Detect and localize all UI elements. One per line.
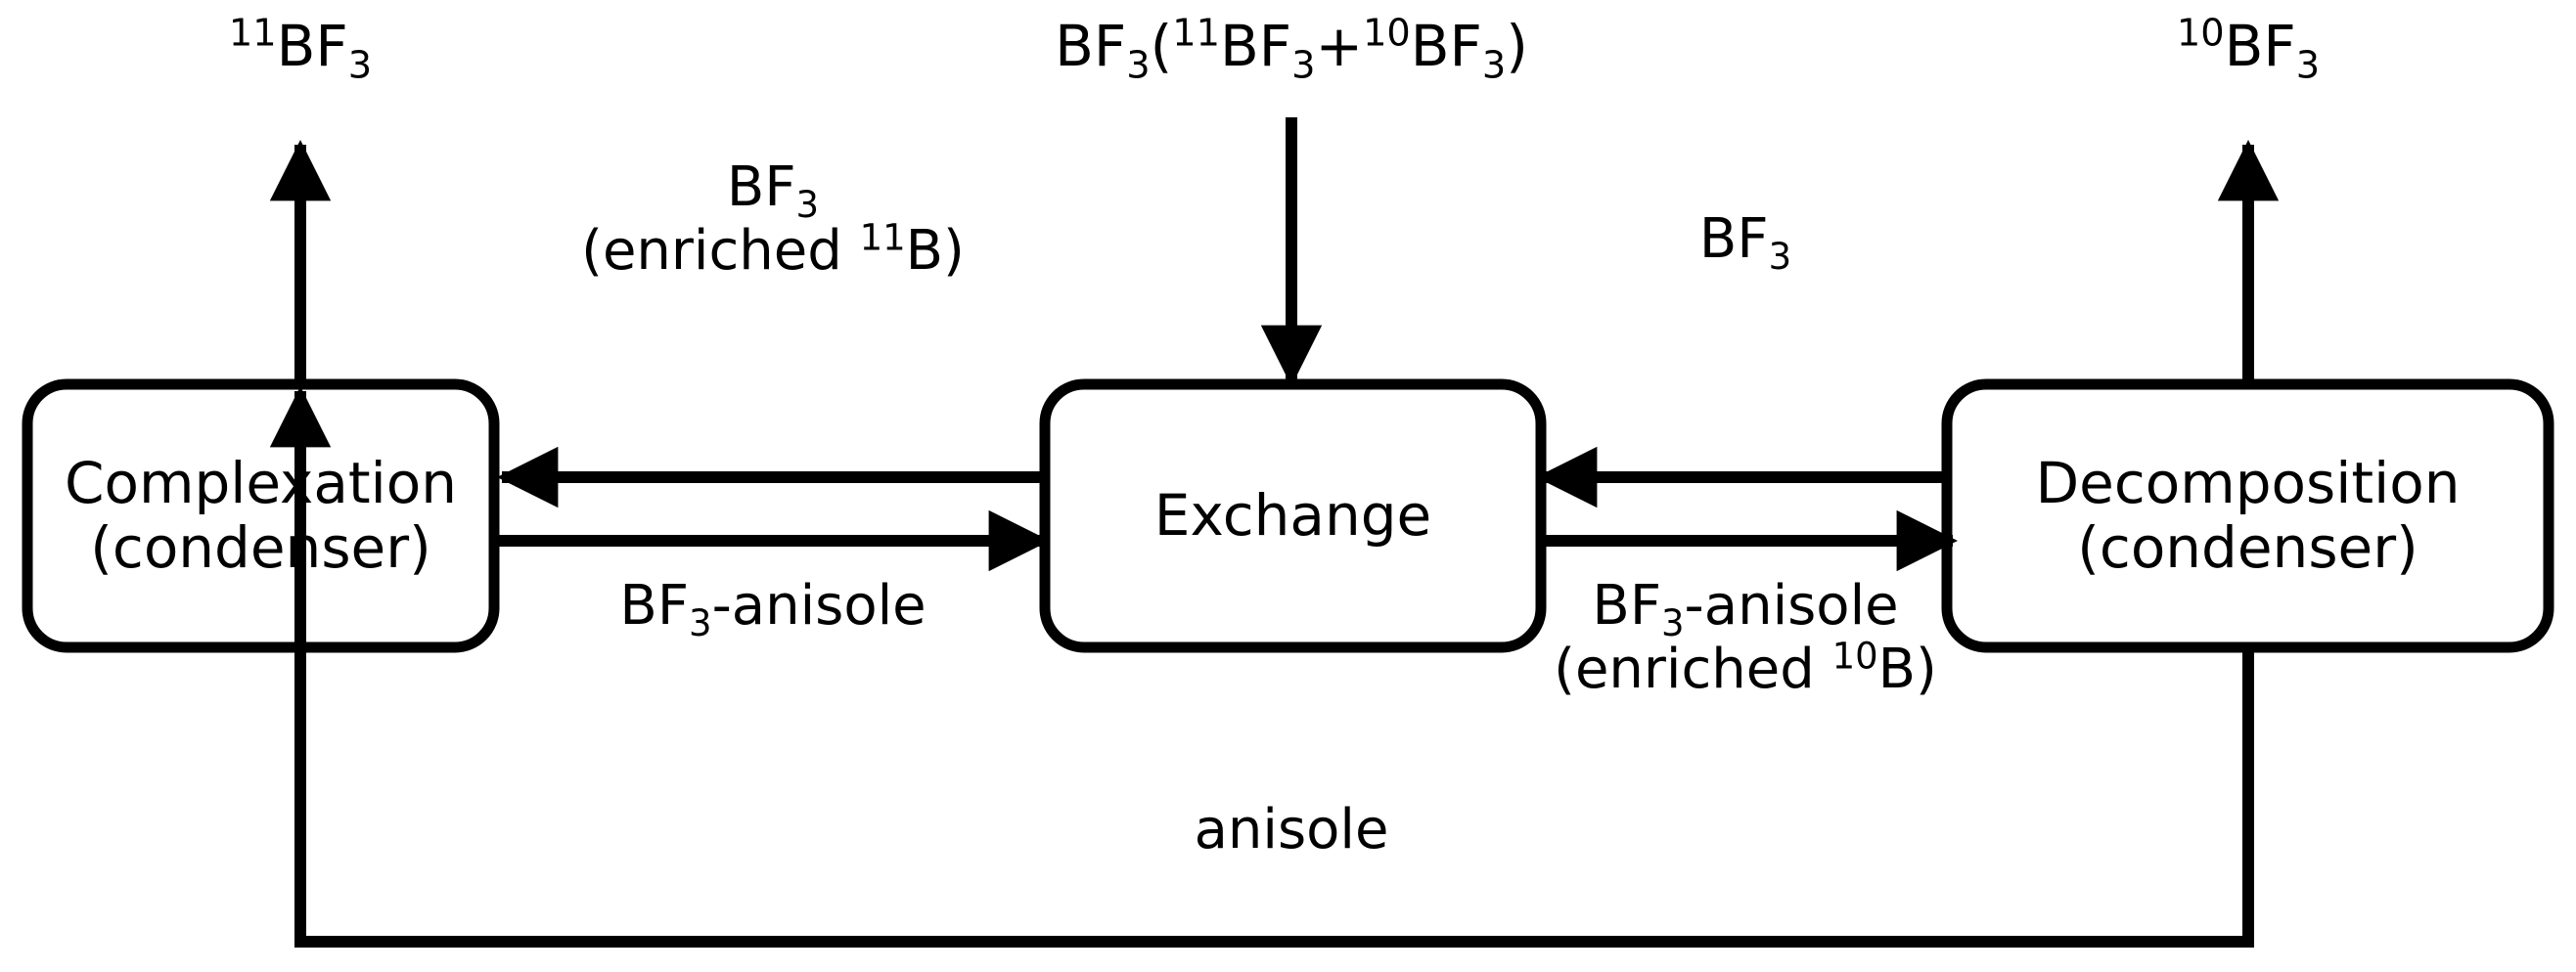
isotope-superscript-10: 10: [2176, 11, 2225, 56]
formula-bf: BF: [1055, 13, 1127, 79]
stream-label-bf3-feed: BF3(11BF3+10BF3): [1055, 11, 1528, 84]
formula-subscript-3: 3: [1126, 43, 1151, 88]
box-decomposition-line2: (condenser): [2077, 513, 2418, 581]
stream-label-anisole-recycle: anisole: [1194, 798, 1389, 862]
stream-label-line1: BF3: [581, 155, 965, 223]
anisole-text: -anisole: [711, 574, 926, 638]
formula-bf: BF: [1410, 13, 1482, 79]
arrow-anisole-recycle: [269, 386, 2254, 948]
element-b: B): [905, 218, 965, 283]
enriched-text: (enriched: [581, 218, 860, 283]
formula-bf: BF: [619, 574, 690, 638]
box-decomposition-line1: Decomposition: [2035, 449, 2461, 516]
formula-subscript-3: 3: [1291, 43, 1316, 88]
paren-open: (: [1150, 13, 1173, 79]
anisole-text: -anisole: [1684, 574, 1899, 638]
formula-bf: BF: [2224, 13, 2296, 79]
isotope-superscript-10: 10: [1831, 635, 1878, 678]
box-exchange-label: Exchange: [1045, 384, 1541, 647]
formula-subscript-3: 3: [1768, 236, 1792, 279]
element-b: B): [1877, 637, 1937, 701]
stream-label-bf3-enriched-11b: BF3 (enriched 11B): [581, 155, 965, 284]
box-exchange-line1: Exchange: [1153, 481, 1432, 549]
formula-subscript-3: 3: [347, 43, 373, 88]
box-complexation-label: Complexation (condenser): [27, 384, 494, 647]
isotope-superscript-11: 11: [1172, 11, 1220, 56]
enriched-text: (enriched: [1554, 637, 1832, 701]
stream-label-line2: (enriched 10B): [1554, 637, 1937, 702]
stream-label-bf3-anisole-enriched-10b: BF3-anisole (enriched 10B): [1554, 574, 1937, 702]
formula-subscript-3: 3: [689, 602, 712, 645]
formula-bf: BF: [1592, 574, 1662, 638]
paren-close: ): [1506, 13, 1528, 79]
isotope-superscript-10: 10: [1363, 11, 1411, 56]
formula-subscript-3: 3: [2295, 43, 2321, 88]
formula-bf: BF: [1219, 13, 1292, 79]
box-complexation-line1: Complexation: [64, 449, 458, 516]
isotope-superscript-11: 11: [228, 11, 277, 56]
formula-bf: BF: [726, 155, 796, 219]
box-decomposition-label: Decomposition (condenser): [1947, 384, 2549, 647]
stream-label-line1: BF3-anisole: [1554, 574, 1937, 641]
isotope-superscript-11: 11: [859, 216, 906, 259]
formula-subscript-3: 3: [1481, 43, 1507, 88]
formula-bf: BF: [1698, 207, 1769, 271]
formula-subscript-3: 3: [1661, 602, 1685, 645]
stream-label-line2: (enriched 11B): [581, 218, 965, 284]
stream-label-bf3-anisole-left: BF3-anisole: [619, 574, 926, 641]
formula-bf: BF: [276, 13, 348, 79]
stream-label-bf3-right: BF3: [1698, 207, 1791, 275]
formula-subscript-3: 3: [795, 184, 820, 227]
box-complexation[interactable]: [22, 378, 500, 653]
plus-sign: +: [1315, 13, 1364, 79]
box-complexation-line2: (condenser): [90, 513, 431, 581]
stream-label-10bf3-outlet: 10BF3: [2176, 11, 2320, 84]
stream-label-11bf3-outlet: 11BF3: [228, 11, 372, 84]
